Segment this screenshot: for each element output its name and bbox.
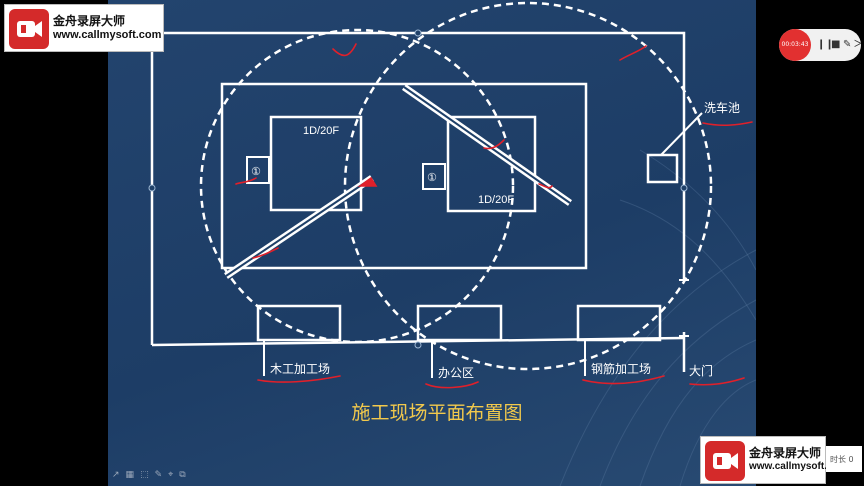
building-right-label: 1D/20F [478, 194, 514, 206]
toolbar-grid-icon[interactable]: ▦ [125, 470, 135, 480]
recorder-control[interactable]: 00:03:43 ❙❙ ■ ✎ ᐳ [779, 29, 861, 61]
site-layout-diagram: 1D/20F 1D/20F ① ① 洗车池 木工加工场 办公区 钢筋 [148, 1, 756, 486]
building-left [269, 115, 363, 212]
crane-jib-left [224, 175, 374, 279]
site-boundary [150, 31, 686, 345]
gate-label: 大门 [689, 363, 713, 378]
stop-icon[interactable]: ■ [831, 39, 841, 50]
duration-label: 时长 0 [830, 455, 854, 464]
facility-leaders [263, 340, 586, 378]
watermark-bottom-url: www.callmysoft.com [749, 461, 848, 472]
woodwork-yard [256, 304, 342, 342]
crane-marker-left: ① [251, 166, 261, 178]
office-area [416, 304, 503, 342]
crane-radius-right [343, 1, 713, 371]
watermark-bottom-name: 金舟录屏大师 [749, 446, 822, 460]
building-zone [220, 82, 588, 270]
wash-pool-leader [660, 112, 703, 156]
toolbar-target-icon[interactable]: ⌖ [168, 470, 174, 480]
watermark-bottom: 金舟录屏大师 www.callmysoft.com [700, 436, 848, 484]
record-timer[interactable]: 00:03:43 [779, 29, 811, 61]
slide-title: 施工现场平面布置图 [351, 402, 522, 424]
camera-logo-icon [705, 441, 745, 481]
pause-icon[interactable]: ❙❙ [817, 39, 834, 50]
woodwork-label: 木工加工场 [270, 362, 330, 376]
watermark-bottom-extension: 时长 0 [826, 446, 862, 472]
pen-annotations [235, 43, 753, 389]
wash-pool [646, 153, 679, 184]
toolbar-pen-icon[interactable]: ✎ [154, 470, 163, 480]
toolbar-window-icon[interactable]: ⬚ [140, 470, 149, 480]
rebar-yard [576, 304, 662, 342]
background-decoration [559, 149, 756, 486]
collapse-icon[interactable]: ᐳ [854, 39, 862, 50]
rebar-label: 钢筋加工场 [591, 361, 651, 376]
watermark-top-url: www.callmysoft.com [53, 29, 162, 41]
office-label: 办公区 [438, 365, 474, 380]
slide-toolbar: ↗ ▦ ⬚ ✎ ⌖ ⧉ [112, 470, 186, 484]
watermark-top-name: 金舟录屏大师 [53, 14, 126, 28]
boundary-nodes [148, 29, 688, 349]
wash-pool-label: 洗车池 [704, 100, 740, 115]
crane-base-left [246, 156, 270, 184]
crane-radius-left [199, 28, 515, 344]
building-left-label: 1D/20F [303, 125, 339, 137]
toolbar-pointer-icon[interactable]: ↗ [112, 470, 120, 480]
camera-logo-icon [9, 9, 49, 49]
crane-base-right [422, 163, 446, 190]
watermark-top: 金舟录屏大师 www.callmysoft.com [4, 4, 164, 52]
crane-jib-right [401, 84, 573, 206]
pen-icon[interactable]: ✎ [843, 39, 852, 50]
crane-marker-right: ① [427, 172, 437, 184]
building-right [446, 115, 537, 213]
slide-canvas: 1D/20F 1D/20F ① ① 洗车池 木工加工场 办公区 钢筋 [108, 0, 756, 486]
toolbar-copy-icon[interactable]: ⧉ [179, 470, 186, 480]
